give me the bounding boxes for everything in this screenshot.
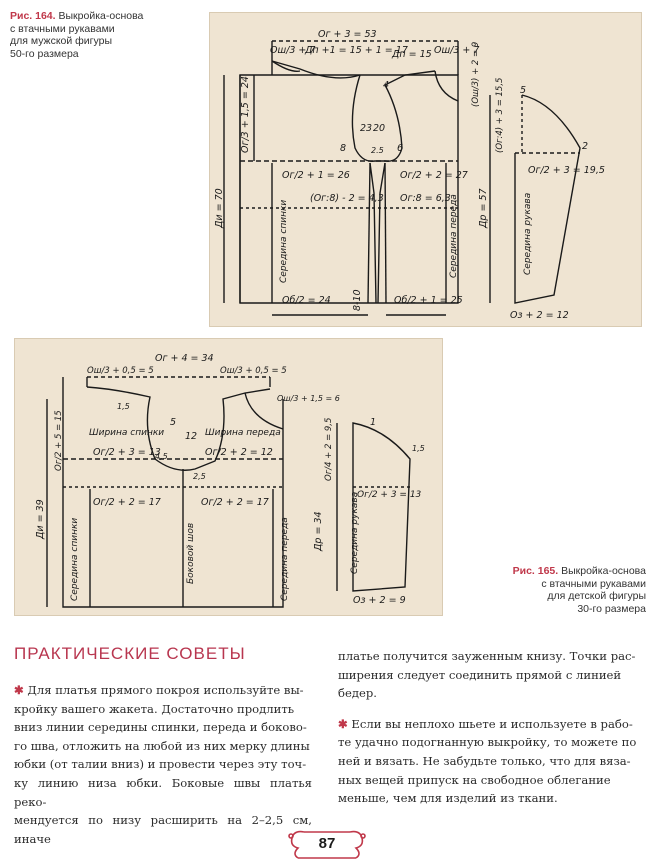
fig164-caption-line2: с втачными рукавами <box>10 22 115 35</box>
star-icon: ✱ <box>338 716 348 731</box>
tips-col1-line: мендуется по низу расширить на 2–2,5 см,… <box>14 813 312 846</box>
fig164-label-og8-63: Ог:8 = 6,3 <box>400 193 451 204</box>
tips-col2-line: ширения следует соединить прямой с линие… <box>338 667 622 682</box>
fig164-n6: 6 <box>397 143 403 154</box>
fig164-label-ob2-25: Об/2 + 1 = 25 <box>394 295 463 306</box>
fig164-n4: 4 <box>383 80 389 91</box>
fig164-sl-n2: 2 <box>582 141 588 152</box>
fig165-osh-right: Ош/3 + 0,5 = 5 <box>220 366 287 376</box>
fig165-osh-right2: Ош/3 + 1,5 = 6 <box>277 394 340 403</box>
fig165-n12: 12 <box>185 431 197 442</box>
fig164-n25: 2.5 <box>371 146 384 155</box>
fig164-dr57: Др = 57 <box>478 188 489 229</box>
page-number-ornament: 87 <box>282 826 372 862</box>
fig165-panel: Ог + 4 = 34 Ош/3 + 0,5 = 5 Ош/3 + 0,5 = … <box>14 338 443 616</box>
tips-col2-line: платье получится зауженным книзу. Точки … <box>338 649 636 663</box>
fig164-label-og8-43: (Ог:8) - 2 = 4,3 <box>310 193 384 204</box>
fig164-sl-n5: 5 <box>520 85 526 96</box>
fig165-oz29: Оз + 2 = 9 <box>353 595 406 606</box>
fig165-og2-13: Ог/2 + 3 = 13 <box>93 447 161 458</box>
fig164-caption-line3: для мужской фигуры <box>10 35 113 47</box>
fig164-mid-rukav: Середина рукава <box>523 193 533 275</box>
fig164-panel: Ог + 3 = 53 Ош/3 + 7 Дп +1 = 15 + 1 = 17… <box>209 12 642 327</box>
tips-col1-line: вниз линии середины спинки, переда и бок… <box>14 720 307 735</box>
fig165-mid-pered: Середина переда <box>280 517 290 601</box>
tips-col1-line: го шва, отложить на любой из них мерку д… <box>14 738 310 753</box>
star-icon: ✱ <box>14 683 24 697</box>
fig164-label-di: Ди = 70 <box>214 188 225 229</box>
fig165-left-vert: Ог/2 + 5 = 15 <box>54 410 64 471</box>
fig165-dr34: Др = 34 <box>313 511 324 552</box>
page-number: 87 <box>318 835 336 852</box>
tips-col2-line: ней и вязать. Не забудьте только, что дл… <box>338 753 631 768</box>
fig165-di39: Ди = 39 <box>35 499 46 540</box>
fig165-caption-line4: 30-го размера <box>577 602 646 615</box>
fig165-sl-n15: 1,5 <box>412 444 425 453</box>
fig164-osh3-2-9: (Ош/3) + 2 = 9 <box>471 42 481 107</box>
fig164-label-ob2-24: Об/2 = 24 <box>282 295 331 306</box>
fig165-caption-line3: для детской фигуры <box>547 590 646 602</box>
fig164-sl-og4: (Ог:4) + 3 = 15,5 <box>495 78 505 153</box>
fig165-drawing: Ог + 4 = 34 Ош/3 + 0,5 = 5 Ош/3 + 0,5 = … <box>35 353 425 608</box>
tips-col2-line: ных вещей припуск на свободное облегание <box>338 772 611 787</box>
fig164-label-dp: Дп = 15 <box>391 49 432 60</box>
tips-column-1: ✱ Для платья прямого покроя используйте … <box>14 681 312 848</box>
fig165-n45: 4,5 <box>155 452 168 461</box>
fig165-og4: Ог + 4 = 34 <box>155 353 214 364</box>
fig164-caption-line1: Выкройка-основа <box>58 10 144 22</box>
tips-col1-line: кройку вашего жакета. Достаточно продлит… <box>14 701 295 716</box>
fig165-n15: 1,5 <box>117 402 130 411</box>
fig164-drawing: Ог + 3 = 53 Ош/3 + 7 Дп +1 = 15 + 1 = 17… <box>214 29 605 321</box>
tips-col1-line: ку линию низа юбки. Боковые швы платья р… <box>14 775 312 809</box>
fig165-og2-17a: Ог/2 + 2 = 17 <box>93 497 161 508</box>
tips-col2-line: Если вы неплохо шьете и используете в ра… <box>351 716 633 731</box>
tips-col2-line: бедер. <box>338 686 377 701</box>
fig165-mid-rukav: Середина рукава <box>350 492 360 574</box>
fig164-label-osh3-right: Ош/3 + 7 <box>434 45 479 56</box>
fig164-oz212: Оз + 2 = 12 <box>510 310 569 321</box>
fig164-mid-pered: Середина переда <box>449 194 459 278</box>
fig164-n20: 20 <box>373 123 385 134</box>
fig164-label-og2-27: Ог/2 + 2 = 27 <box>400 170 468 181</box>
fig164-label-b810: 8-10 <box>352 289 363 311</box>
fig165-label: Рис. 165. <box>512 565 559 577</box>
fig165-caption: Рис. 165. Выкройка-основа с втачными рук… <box>446 565 646 615</box>
fig165-osh-left: Ош/3 + 0,5 = 5 <box>87 366 154 376</box>
tips-column-2: платье получится зауженным книзу. Точки … <box>338 647 640 808</box>
tips-col1-line: юбки (от талии вниз) и провести через эт… <box>14 757 307 772</box>
fig164-caption: Рис. 164. Выкройка-основа с втачными рук… <box>10 10 210 60</box>
fig165-sl-og: Ог/4 + 2 = 9,5 <box>324 418 334 481</box>
fig164-caption-line4: 50-го размера <box>10 47 79 60</box>
fig164-label-dp15: Дп +1 = 15 + 1 = 17 <box>304 45 408 56</box>
fig165-caption-line2: с втачными рукавами <box>541 577 646 590</box>
fig165-caption-line1: Выкройка-основа <box>561 565 646 577</box>
fig164-label-og2-26: Ог/2 + 1 = 26 <box>282 170 350 181</box>
tips-col1-line: Для платья прямого покроя используйте вы… <box>27 683 304 697</box>
fig165-og2-12: Ог/2 + 2 = 12 <box>205 447 273 458</box>
fig164-label-osh3-left: Ош/3 + 7 <box>270 45 315 56</box>
fig165-sl-n1: 1 <box>370 417 376 428</box>
fig164-n23: 23 <box>360 123 372 134</box>
fig165-sl-og2: Ог/2 + 3 = 13 <box>357 490 422 500</box>
ornament-frame-icon <box>288 830 366 859</box>
fig164-n8: 8 <box>340 143 346 154</box>
fig164-label-og3: Ог + 3 = 53 <box>318 29 377 40</box>
tips-col2-line: те удачно подогнанную выкройку, то может… <box>338 735 637 750</box>
fig165-shir-pered: Ширина переда <box>205 428 281 438</box>
fig164-mid-spin: Середина спинки <box>279 200 289 283</box>
fig164-label: Рис. 164. <box>10 10 56 22</box>
fig165-shir-spin: Ширина спинки <box>89 428 164 438</box>
fig164-sl-og2: Ог/2 + 3 = 19,5 <box>528 165 605 176</box>
fig164-label-left-vert: Ог/3 + 1,5 = 24 <box>240 76 251 153</box>
fig165-mid-spin: Середина спинки <box>70 518 80 601</box>
tips-heading: ПРАКТИЧЕСКИЕ СОВЕТЫ <box>14 644 246 663</box>
fig165-bok-shov: Боковой шов <box>186 523 196 584</box>
fig165-n5: 5 <box>170 417 176 428</box>
fig165-og2-17b: Ог/2 + 2 = 17 <box>201 497 269 508</box>
fig165-n25: 2,5 <box>193 472 206 481</box>
tips-col2-line: меньше, чем для изделий из ткани. <box>338 791 558 806</box>
